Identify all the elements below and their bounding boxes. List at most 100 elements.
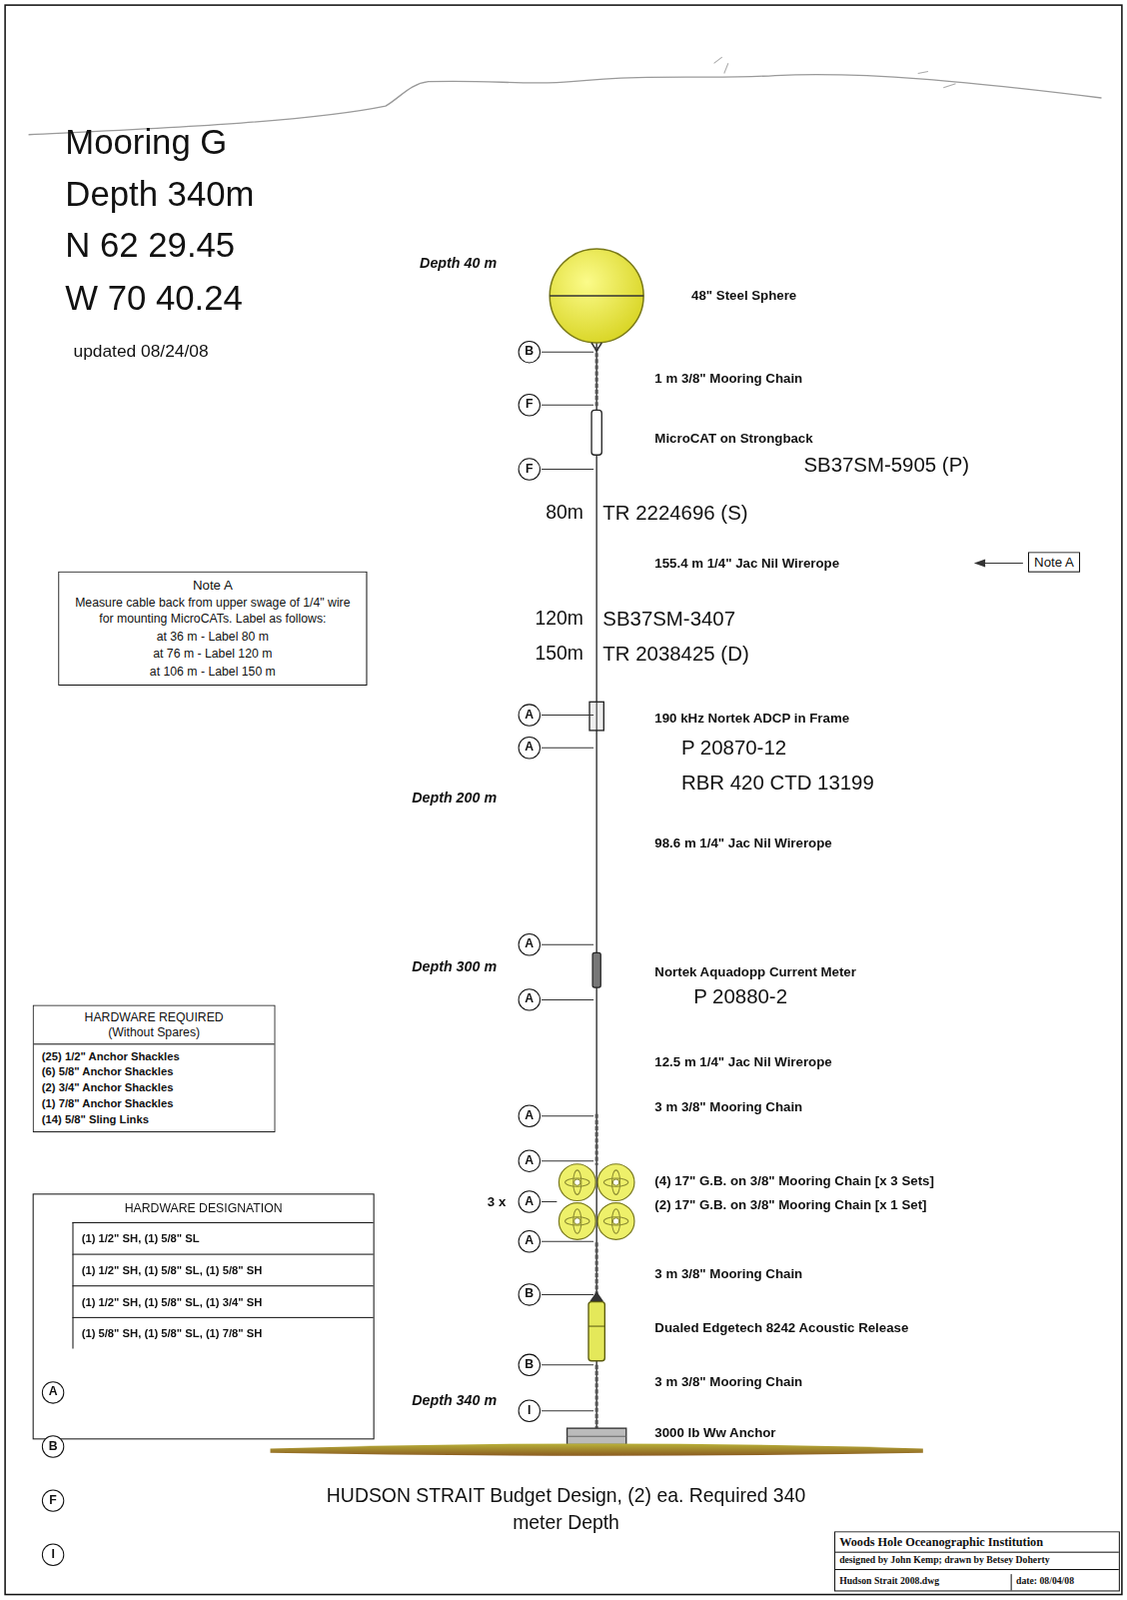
note-box: Note AMeasure cable back from upper swag…	[57, 571, 367, 687]
designation-letter: B	[41, 1434, 64, 1457]
depth-label: Depth 200 m	[411, 789, 497, 807]
mooring-info: Depth 340m	[64, 172, 254, 215]
designation-letter: F	[41, 1488, 64, 1511]
mooring-chain	[595, 346, 599, 1428]
callout-letter-text: A	[519, 989, 540, 1009]
mooring-line	[595, 341, 598, 1428]
acoustic-release	[588, 1301, 605, 1361]
component-label: 1 m 3/8" Mooring Chain	[654, 370, 803, 387]
sphere-seam	[549, 294, 644, 297]
title-block: Woods Hole Oceanographic Institutiondesi…	[834, 1530, 1121, 1591]
callout-letter-text: I	[42, 1543, 63, 1563]
callout-letter-text: F	[519, 394, 540, 414]
depth-label: Depth 40 m	[419, 254, 497, 272]
box-text: (14) 5/8" Sling Links	[33, 1111, 275, 1131]
box-text: (1) 5/8" SH, (1) 5/8" SL, (1) 7/8" SH	[71, 1316, 373, 1349]
depth-mark: 120m	[534, 606, 584, 630]
title-block-cell: Hudson Strait 2008.dwg	[835, 1573, 1012, 1590]
box-heading: Note A	[60, 576, 364, 596]
glass-balls	[558, 1163, 635, 1240]
component-label: Dualed Edgetech 8242 Acoustic Release	[654, 1319, 909, 1336]
callout-letter: A	[518, 1229, 541, 1252]
callout-letter: F	[518, 457, 541, 480]
callout-letter-text: B	[519, 1354, 540, 1374]
box-text: at 36 m - Label 80 m	[60, 628, 364, 646]
designation-table: HARDWARE DESIGNATION(1) 1/2" SH, (1) 5/8…	[32, 1192, 375, 1439]
release-bail	[589, 1290, 604, 1301]
callout-letter: B	[518, 1282, 541, 1305]
depth-mark: 150m	[534, 642, 584, 666]
box-text: (1) 1/2" SH, (1) 5/8" SL, (1) 3/4" SH	[71, 1284, 373, 1317]
box-heading: Note A	[1034, 553, 1075, 571]
mooring-info: W 70 40.24	[64, 276, 243, 319]
callout-letter-text: B	[519, 341, 540, 361]
callout-letter: F	[518, 393, 541, 416]
steel-sphere	[549, 248, 644, 343]
box-text: (25) 1/2" Anchor Shackles	[33, 1048, 275, 1065]
component-label: Nortek Aquadopp Current Meter	[654, 964, 857, 981]
update-note: updated 08/24/08	[72, 341, 208, 363]
serial-label: TR 2038425 (D)	[602, 641, 749, 666]
adcp-body	[596, 701, 598, 731]
serial-label: RBR 420 CTD 13199	[681, 770, 875, 795]
anchor	[567, 1427, 627, 1444]
title-block-cell: date: 08/04/08	[1011, 1573, 1120, 1590]
callout-letter-text: F	[42, 1489, 63, 1509]
title-block-cell: Woods Hole Oceanographic Institution	[835, 1532, 1120, 1553]
serial-label: SB37SM-5905 (P)	[803, 451, 970, 476]
component-label: 3 m 3/8" Mooring Chain	[654, 1373, 803, 1390]
depth-mark: 80m	[545, 500, 584, 524]
callout-letter-text: A	[519, 1190, 540, 1210]
release-band	[588, 1325, 605, 1327]
callout-letter-text: A	[519, 704, 540, 724]
box-text: (Without Spares)	[33, 1025, 275, 1045]
designation-letter: I	[41, 1542, 64, 1565]
serial-label: TR 2224696 (S)	[602, 499, 748, 524]
microcat	[591, 409, 602, 455]
box-heading: HARDWARE REQUIRED	[33, 1006, 275, 1026]
anchor-plate	[567, 1435, 627, 1437]
seabed	[270, 1442, 924, 1455]
component-label: 48" Steel Sphere	[691, 287, 797, 304]
callout-letter-text: A	[519, 737, 540, 757]
component-label: 3000 lb Ww Anchor	[654, 1424, 776, 1441]
callout-letter: A	[518, 1105, 541, 1127]
sphere-bail	[591, 342, 602, 351]
serial-label: SB37SM-3407	[602, 605, 736, 630]
component-label: 12.5 m 1/4" Jac Nil Wirerope	[654, 1054, 832, 1071]
set-count: 3 x	[487, 1193, 506, 1210]
callout-letter: I	[518, 1399, 541, 1422]
callout-letter-text: B	[519, 1283, 540, 1303]
callout-letter: A	[518, 736, 541, 759]
box-text: Measure cable back from upper swage of 1…	[60, 594, 364, 628]
note-leader	[981, 562, 1024, 564]
callout-letter-text: A	[519, 1106, 540, 1126]
serial-label: P 20880-2	[693, 984, 788, 1009]
callout-letter-text: A	[519, 934, 540, 954]
serial-label: P 20870-12	[681, 735, 787, 760]
callout-letter: A	[518, 933, 541, 956]
callout-letter: A	[518, 988, 541, 1011]
frame	[4, 4, 1123, 1594]
callout-letter-text: I	[519, 1400, 540, 1420]
box-text: (2) 3/4" Anchor Shackles	[33, 1080, 275, 1097]
callout-letter: A	[518, 1148, 541, 1171]
callout-letter-text: F	[519, 458, 540, 478]
box-text: at 106 m - Label 150 m	[60, 663, 364, 681]
callout-letter: B	[518, 340, 541, 363]
adcp-frame	[589, 701, 604, 731]
depth-label: Depth 340 m	[411, 1390, 497, 1408]
callout-leaders	[541, 351, 594, 1411]
depth-label: Depth 300 m	[411, 957, 497, 975]
callout-letter: A	[518, 703, 541, 726]
box-text: (1) 1/2" SH, (1) 5/8" SL	[71, 1221, 373, 1254]
callout-letter-text: A	[42, 1381, 63, 1401]
mooring-info: N 62 29.45	[64, 223, 235, 266]
component-label: 190 kHz Nortek ADCP in Frame	[654, 710, 850, 727]
component-label: 3 m 3/8" Mooring Chain	[654, 1265, 803, 1282]
hardware-table: HARDWARE REQUIRED(Without Spares) (25) 1/…	[32, 1004, 276, 1132]
callout-letter-text: A	[519, 1230, 540, 1250]
box-heading: HARDWARE DESIGNATION	[33, 1193, 374, 1222]
